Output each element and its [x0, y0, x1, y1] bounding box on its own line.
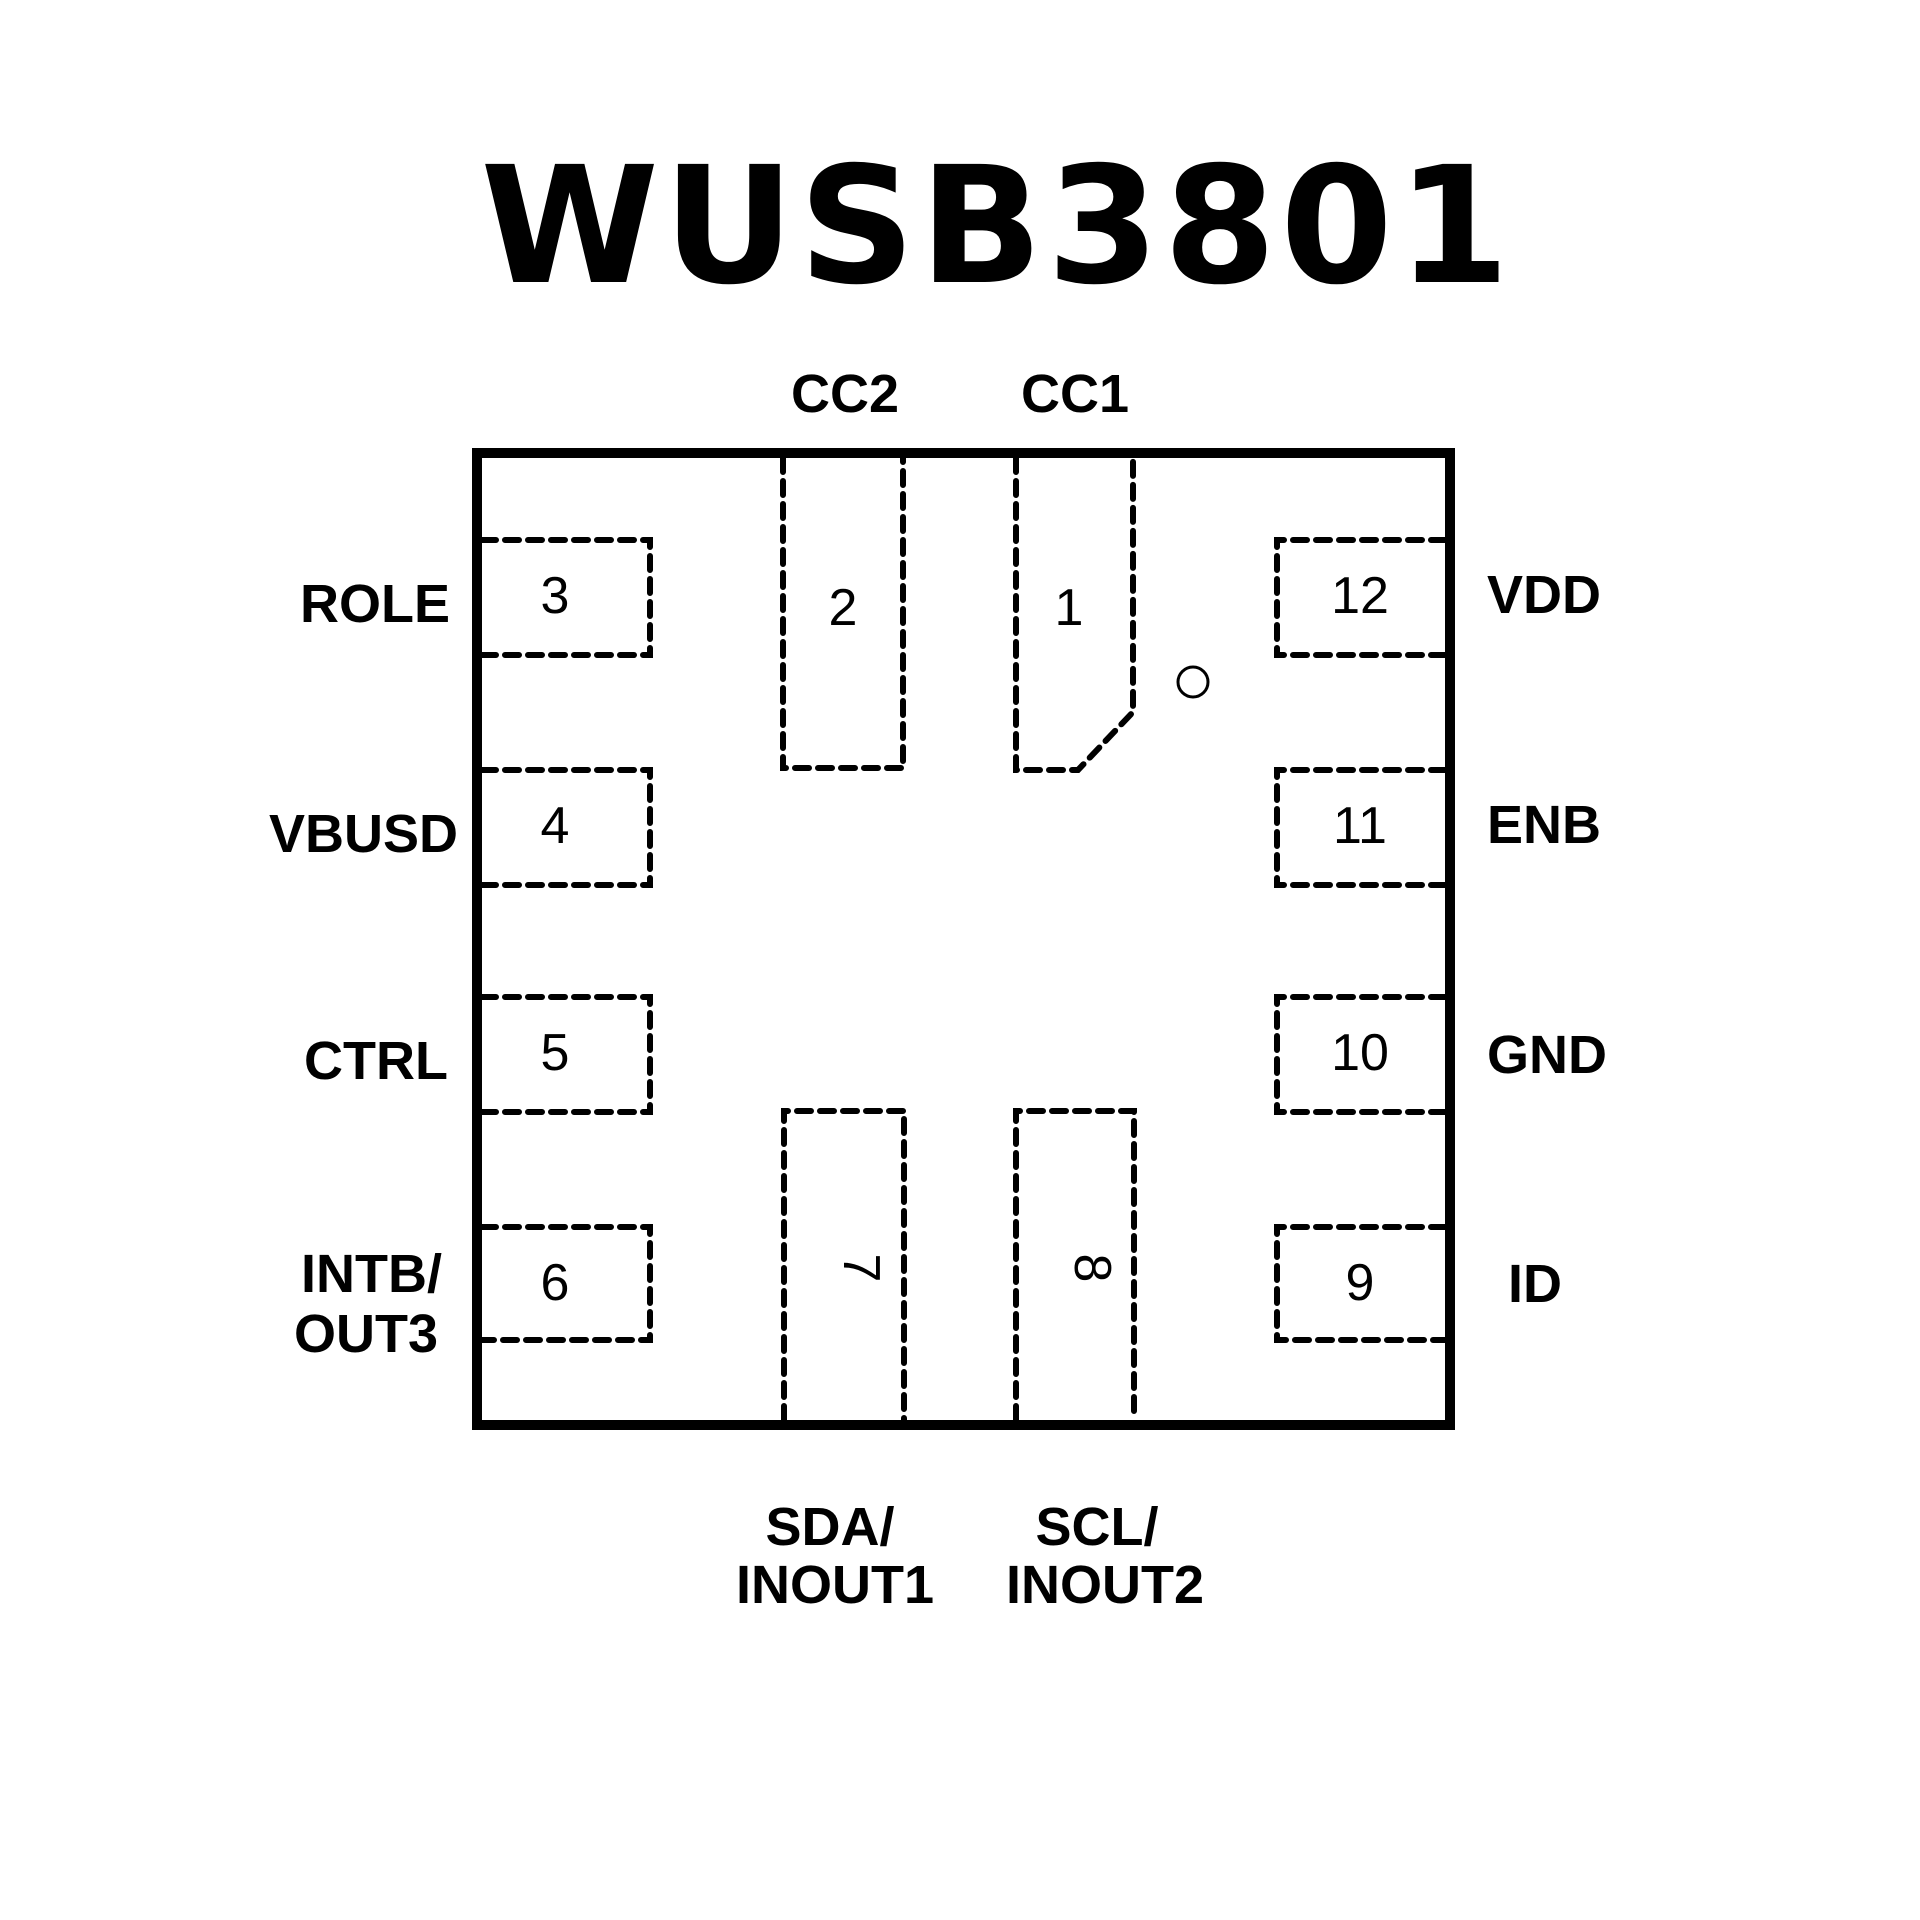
- pin-label-inout1: INOUT1: [736, 1555, 934, 1615]
- pin-label-intb: INTB/: [301, 1244, 442, 1304]
- pad-pin-11: 11: [1274, 767, 1448, 888]
- pad-pin-1: 1: [1013, 455, 1136, 773]
- pin-label-vdd: VDD: [1487, 565, 1601, 625]
- pin-number: 1: [1055, 579, 1084, 637]
- pin-label-role: ROLE: [300, 574, 450, 634]
- pin-label-out3: OUT3: [294, 1304, 438, 1364]
- pin-number: 12: [1331, 567, 1389, 625]
- pin-label-inout2: INOUT2: [1006, 1555, 1204, 1615]
- pin-number: 8: [1063, 1254, 1121, 1283]
- pin-number: 3: [541, 567, 570, 625]
- pin-label-cc2: CC2: [791, 364, 899, 424]
- chip-title: WUSB3801: [480, 133, 1513, 321]
- pad-pin-6: 6: [479, 1224, 653, 1343]
- pin-number: 6: [541, 1254, 570, 1312]
- pin1-marker-icon: [1176, 665, 1210, 699]
- pad-pin-2: 2: [780, 455, 906, 771]
- pin-label-scl: SCL/: [1035, 1497, 1158, 1557]
- pin-label-id: ID: [1508, 1254, 1562, 1314]
- pin-label-cc1: CC1: [1021, 364, 1129, 424]
- pin-number: 10: [1331, 1024, 1389, 1082]
- pin-number: 4: [541, 797, 570, 855]
- pin-number: 2: [829, 579, 858, 637]
- pin-label-gnd: GND: [1487, 1025, 1607, 1085]
- pin-number: 7: [832, 1254, 890, 1283]
- pad-pin-12: 12: [1274, 537, 1448, 658]
- package-outline: [472, 448, 1455, 1430]
- pad-pin-5: 5: [479, 994, 653, 1115]
- pad-pin-10: 10: [1274, 994, 1448, 1115]
- pad-pin-9: 9: [1274, 1224, 1448, 1343]
- pin-label-sda: SDA/: [765, 1497, 894, 1557]
- pin-label-enb: ENB: [1487, 795, 1601, 855]
- pad-pin-8: 8: [1013, 1108, 1137, 1423]
- pin-number: 5: [541, 1024, 570, 1082]
- pin-number: 11: [1333, 797, 1387, 855]
- pad-pin-3: 3: [479, 537, 653, 658]
- pad-pin-4: 4: [479, 767, 653, 888]
- pin-label-ctrl: CTRL: [304, 1031, 448, 1091]
- pad-pin-7: 7: [781, 1108, 907, 1423]
- pin-number: 9: [1346, 1254, 1375, 1312]
- pin-label-vbusd: VBUSD: [269, 804, 458, 864]
